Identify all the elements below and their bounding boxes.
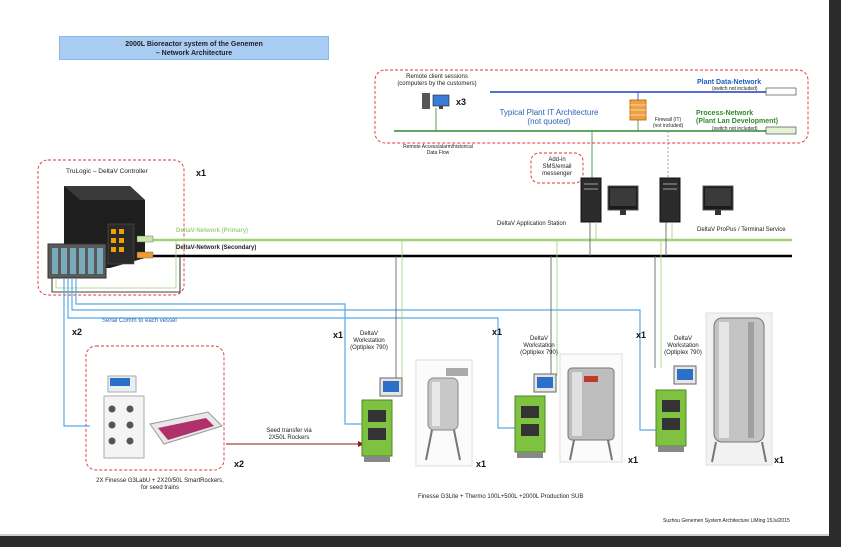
- sms-box: [530, 152, 584, 184]
- typical-plant-it-label: Typical Plant IT Architecture (not quote…: [499, 108, 599, 126]
- seed-multiplier: x2: [234, 459, 245, 469]
- primary-switch: [136, 235, 154, 243]
- title-line1: 2000L Bioreactor system of the Genemen: [125, 41, 263, 48]
- vessel-3-multiplier: x1: [774, 455, 785, 465]
- process-switch: [765, 126, 797, 135]
- plant-data-network-label: Plant Data-Network: [697, 79, 762, 86]
- deltav-secondary-label: DeltaV-Network (Secondary): [176, 245, 257, 251]
- window-bottom-shadow: [0, 534, 829, 536]
- secondary-switch: [136, 251, 154, 259]
- serial-multiplier: x2: [72, 327, 83, 337]
- remote-sessions-label: Remote client sessions (computers by the…: [397, 74, 477, 87]
- workstation-1-icon: [361, 377, 403, 462]
- network-diagram: [37, 69, 809, 471]
- workstation-2-label: DeltaV Workstation (Optiplex 790): [520, 336, 558, 356]
- deltav-primary-label: DeltaV-Network (Primary): [176, 228, 249, 234]
- seed-transfer-label: Seed transfer via 2X50L Rockers: [266, 428, 312, 441]
- vessel-2000l-icon: [705, 312, 773, 466]
- controller-box: [37, 159, 185, 296]
- workstation-2-icon: [514, 373, 557, 458]
- remote-monitor-stand: [439, 106, 443, 109]
- plant-data-switch: [765, 87, 797, 96]
- workstation-3-label: DeltaV Workstation (Optiplex 790): [664, 336, 702, 356]
- vessel-100l-icon: [415, 359, 473, 467]
- application-station-label: DeltaV Application Station: [497, 221, 567, 227]
- sms-messenger-label: Add-in SMS/email messenger: [542, 157, 572, 177]
- vessel-2-multiplier: x1: [628, 455, 639, 465]
- propus-station-label: DeltaV ProPus / Terminal Service: [697, 227, 786, 233]
- seed-train-box: [85, 345, 225, 471]
- workstation-1-label: DeltaV Workstation (Optiplex 790): [350, 331, 388, 351]
- remote-access-label: Remote Access/alarm/historical Data Flow: [403, 144, 473, 156]
- workstation-2-multiplier: x1: [492, 327, 503, 337]
- controller-label: TruLogic – DeltaV Controller: [66, 168, 148, 175]
- workstation-3-icon: [655, 365, 697, 452]
- firewall-label: Firewall (IT) (not included): [652, 117, 684, 129]
- workstation-1-multiplier: x1: [333, 330, 344, 340]
- footer-credit: Suzhou Genemen System Architecture LiMin…: [663, 518, 790, 524]
- window-bottom-border: [0, 536, 841, 547]
- production-caption: Finesse G3Lite + Thermo 100L+500L +2000L…: [418, 494, 584, 500]
- vessel-500l-icon: [559, 353, 623, 463]
- diagram-title: 2000L Bioreactor system of the Genemen –…: [59, 36, 329, 60]
- plant-data-switch-label: (switch not included): [712, 86, 758, 92]
- controller-multiplier: x1: [196, 168, 207, 178]
- title-line2: – Network Architecture: [155, 50, 233, 57]
- process-network-label: Process-Network (Plant Lan Development): [696, 110, 779, 125]
- vessel-1-multiplier: x1: [476, 459, 487, 469]
- workstation-3-multiplier: x1: [636, 330, 647, 340]
- serial-comm-label: Serial Comm to each vessel: [102, 318, 177, 324]
- process-switch-label: (switch not included): [712, 126, 758, 132]
- remote-multiplier: x3: [456, 97, 467, 107]
- remote-tower: [422, 93, 430, 109]
- plant-it-box: [374, 69, 809, 144]
- window-right-border: [829, 0, 841, 547]
- seed-train-caption: 2X Finesse G3LabU + 2X20/50L SmartRocker…: [96, 478, 224, 491]
- remote-monitor: [432, 94, 450, 107]
